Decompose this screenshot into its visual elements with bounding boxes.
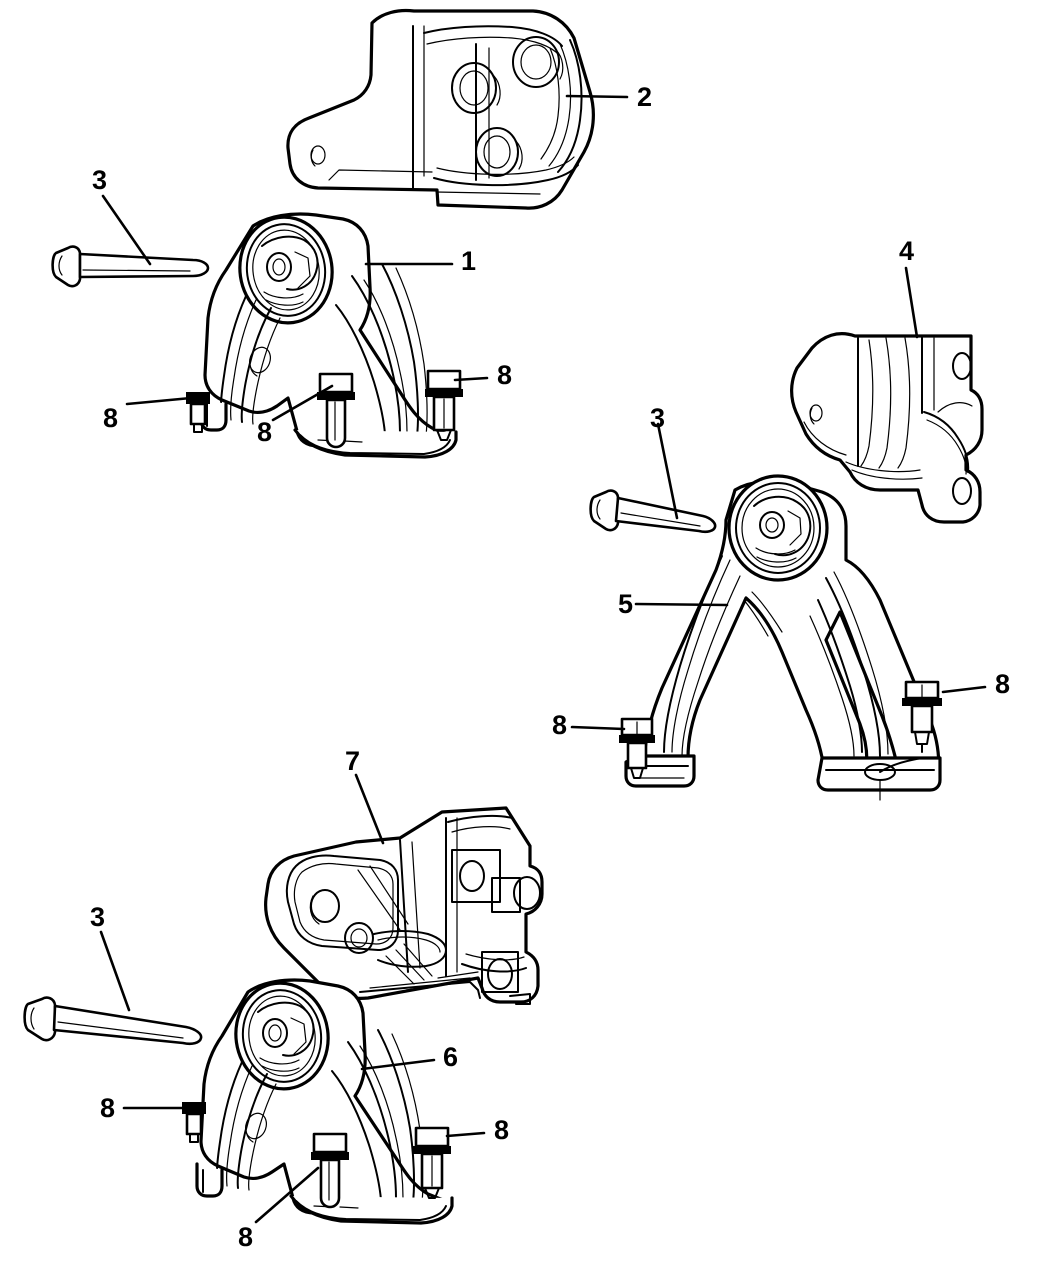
leader-lines [99,94,987,1224]
part-3-bolt-upper [51,245,210,288]
callout-8a: 8 [497,360,513,390]
leader-3c [99,930,131,1012]
part-8-bolt-1-center [317,372,355,449]
part-8-bolt-6-left [182,1102,206,1143]
part-4-bracket [790,332,984,524]
leader-4 [904,266,919,339]
callout-8g: 8 [494,1115,510,1145]
leader-8c [271,384,334,422]
part-8-bolt-5-left [619,717,655,779]
callout-1: 1 [461,246,477,276]
callout-2: 2 [637,82,653,112]
callout-3c: 3 [90,902,106,932]
callout-5: 5 [618,589,634,619]
part-3-bolt-lower [23,996,203,1046]
leader-8e [570,725,626,731]
callout-3a: 3 [92,165,108,195]
leader-8d [941,685,987,694]
callout-8d: 8 [995,669,1011,699]
leader-5 [634,602,729,607]
leader-2 [565,94,629,99]
part-8-bolt-1-left [186,392,210,433]
leader-8b [125,396,193,406]
part-3-bolt-right [589,489,717,534]
leader-3a [101,194,152,266]
leader-8g [445,1131,486,1138]
callout-8e: 8 [552,710,568,740]
callout-4: 4 [899,236,915,266]
part-8-bolt-5-right [879,680,942,773]
leader-7 [354,773,385,845]
part-8-bolt-6-right [413,1126,451,1199]
callout-8b: 8 [103,403,119,433]
leader-8a [453,376,489,382]
part-2-bracket [286,8,595,210]
part-1-isolator [199,212,458,459]
callout-8c: 8 [257,417,273,447]
part-8-bolt-6-center [311,1132,349,1209]
leader-6 [360,1058,436,1071]
callout-3b: 3 [650,403,666,433]
part-7-bracket [264,806,544,1005]
leader-3b [656,422,679,520]
callout-8f: 8 [100,1093,116,1123]
callout-8h: 8 [238,1222,254,1252]
callout-7: 7 [345,746,361,776]
part-8-bolt-1-right [425,369,463,441]
leader-8h [254,1166,320,1224]
callout-6: 6 [443,1042,459,1072]
